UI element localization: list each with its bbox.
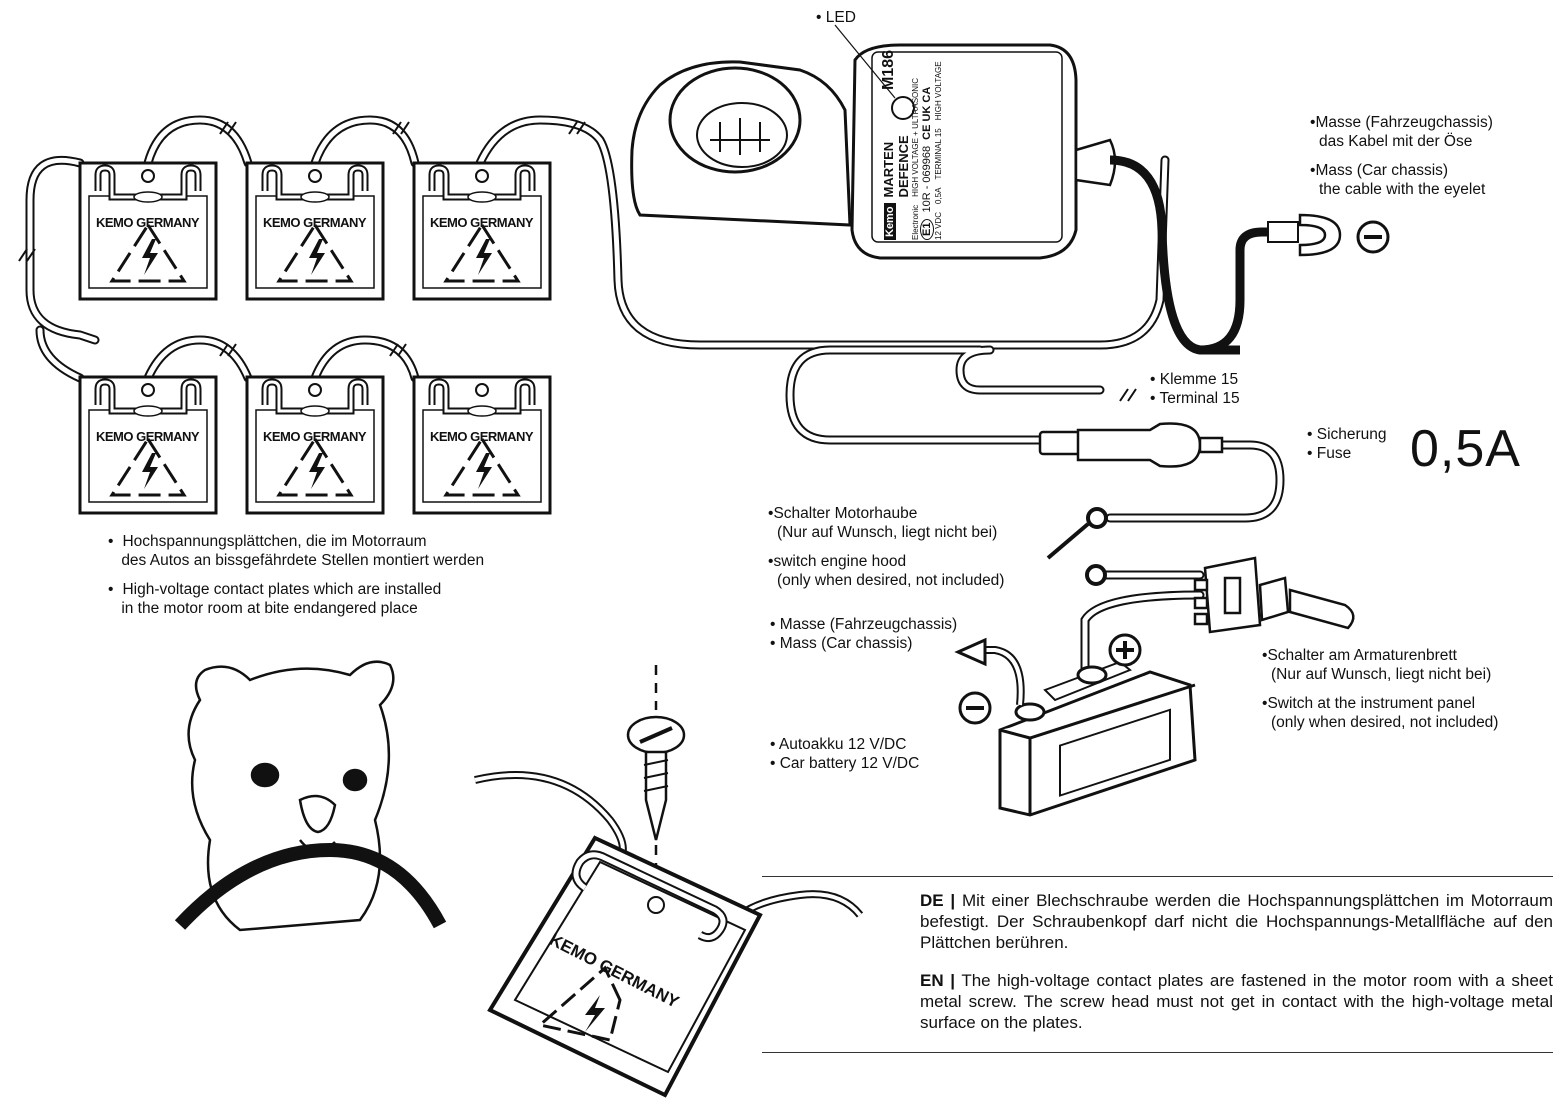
device-approval-mark: E1 [920, 218, 934, 240]
hood-switch-illustration [1046, 507, 1108, 586]
ground-label-de: •Masse (Fahrzeugchassis)das Kabel mit de… [1310, 114, 1493, 150]
plus-icon [1108, 633, 1142, 667]
plates-label-de: •Hochspannungsplättchen, die im Motorrau… [108, 533, 485, 569]
instruction-de: DE | Mit einer Blechschraube werden die … [920, 891, 1553, 952]
device-brand: Kemo [884, 203, 896, 240]
fuse-holder-illustration [1038, 422, 1224, 468]
device-product-sub: HIGH VOLTAGE + ULTRASONIC [911, 77, 920, 197]
hood-switch-label-en: •switch engine hood(only when desired, n… [768, 553, 1005, 589]
device-product-name: MARTEN DEFENCE [881, 135, 911, 198]
device-fuse: 0,5A [934, 187, 943, 204]
device-voltage: 12 VDC [934, 211, 943, 240]
fuse-label: • Sicherung• Fuse [1307, 426, 1387, 462]
mass-label: • Masse (Fahrzeugchassis)• Mass (Car cha… [770, 616, 958, 652]
device-model: M186 [880, 50, 897, 91]
minus-icon [958, 691, 992, 725]
plate-brand: KEMO GERMANY [430, 215, 534, 230]
device-hv-label: HIGH VOLTAGE [934, 61, 943, 121]
device-printed-label: Kemo MARTEN DEFENCE M186 Electronic HIGH… [880, 50, 943, 240]
large-contact-plate [487, 835, 763, 1098]
battery-illustration [954, 637, 1197, 817]
panel-switch-label-de: •Schalter am Armaturenbrett(Nur auf Wuns… [1262, 647, 1492, 683]
plate-brand: KEMO GERMANY [96, 429, 200, 444]
device-terminal: TERMINAL 15 [934, 128, 943, 180]
toggle-switch-illustration [1193, 556, 1355, 634]
plate-brand: KEMO GERMANY [263, 429, 367, 444]
minus-icon [1356, 220, 1390, 254]
ground-label-en: •Mass (Car chassis)the cable with the ey… [1310, 162, 1486, 198]
instruction-en: EN | The high-voltage contact plates are… [920, 971, 1553, 1032]
device-brand-sub: Electronic [911, 204, 920, 240]
marten-defence-device [630, 43, 1342, 355]
fuse-value: 0,5A [1410, 420, 1521, 478]
hood-switch-label-de: •Schalter Motorhaube(Nur auf Wunsch, lie… [768, 505, 998, 541]
device-marks: CE UK CA [921, 86, 933, 140]
plate-brand: KEMO GERMANY [263, 215, 367, 230]
device-approval: 10R - 069968 [921, 145, 933, 213]
divider-bottom [762, 1052, 1553, 1053]
divider-top [762, 876, 1553, 877]
panel-switch-label-en: •Switch at the instrument panel(only whe… [1262, 695, 1499, 731]
led-label: • LED [816, 9, 856, 26]
battery-label: • Autoakku 12 V/DC• Car battery 12 V/DC [770, 736, 920, 772]
terminal-label: • Klemme 15• Terminal 15 [1150, 371, 1240, 407]
plates-label-en: •High-voltage contact plates which are i… [108, 581, 442, 617]
marten-illustration [174, 660, 447, 932]
screw-icon [626, 665, 686, 890]
plate-brand: KEMO GERMANY [96, 215, 200, 230]
plate-brand: KEMO GERMANY [430, 429, 534, 444]
